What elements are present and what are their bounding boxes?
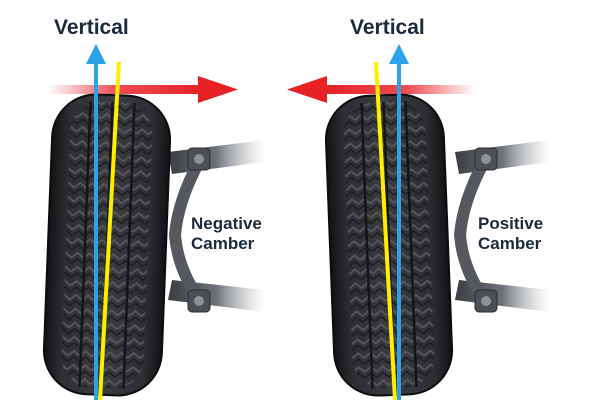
right-tire	[324, 93, 454, 397]
right-camber-line	[374, 61, 397, 401]
left-camber-line	[98, 61, 121, 401]
positive-camber-label-line2: Camber	[478, 234, 542, 253]
negative-camber-label: Negative Camber	[191, 214, 262, 254]
left-vertical-line	[86, 44, 106, 400]
positive-camber-label: Positive Camber	[478, 214, 543, 254]
positive-camber-label-line1: Positive	[478, 214, 544, 233]
left-direction-arrow	[48, 76, 238, 103]
right-suspension	[453, 140, 550, 313]
vertical-label-right: Vertical	[350, 16, 425, 39]
negative-camber-label-line1: Negative	[191, 214, 262, 233]
vertical-label-left: Vertical	[54, 16, 129, 39]
negative-camber-assembly	[42, 44, 265, 401]
right-vertical-line	[389, 44, 409, 400]
positive-camber-assembly	[287, 44, 550, 401]
negative-camber-label-line2: Camber	[191, 234, 255, 253]
left-suspension	[168, 140, 265, 313]
